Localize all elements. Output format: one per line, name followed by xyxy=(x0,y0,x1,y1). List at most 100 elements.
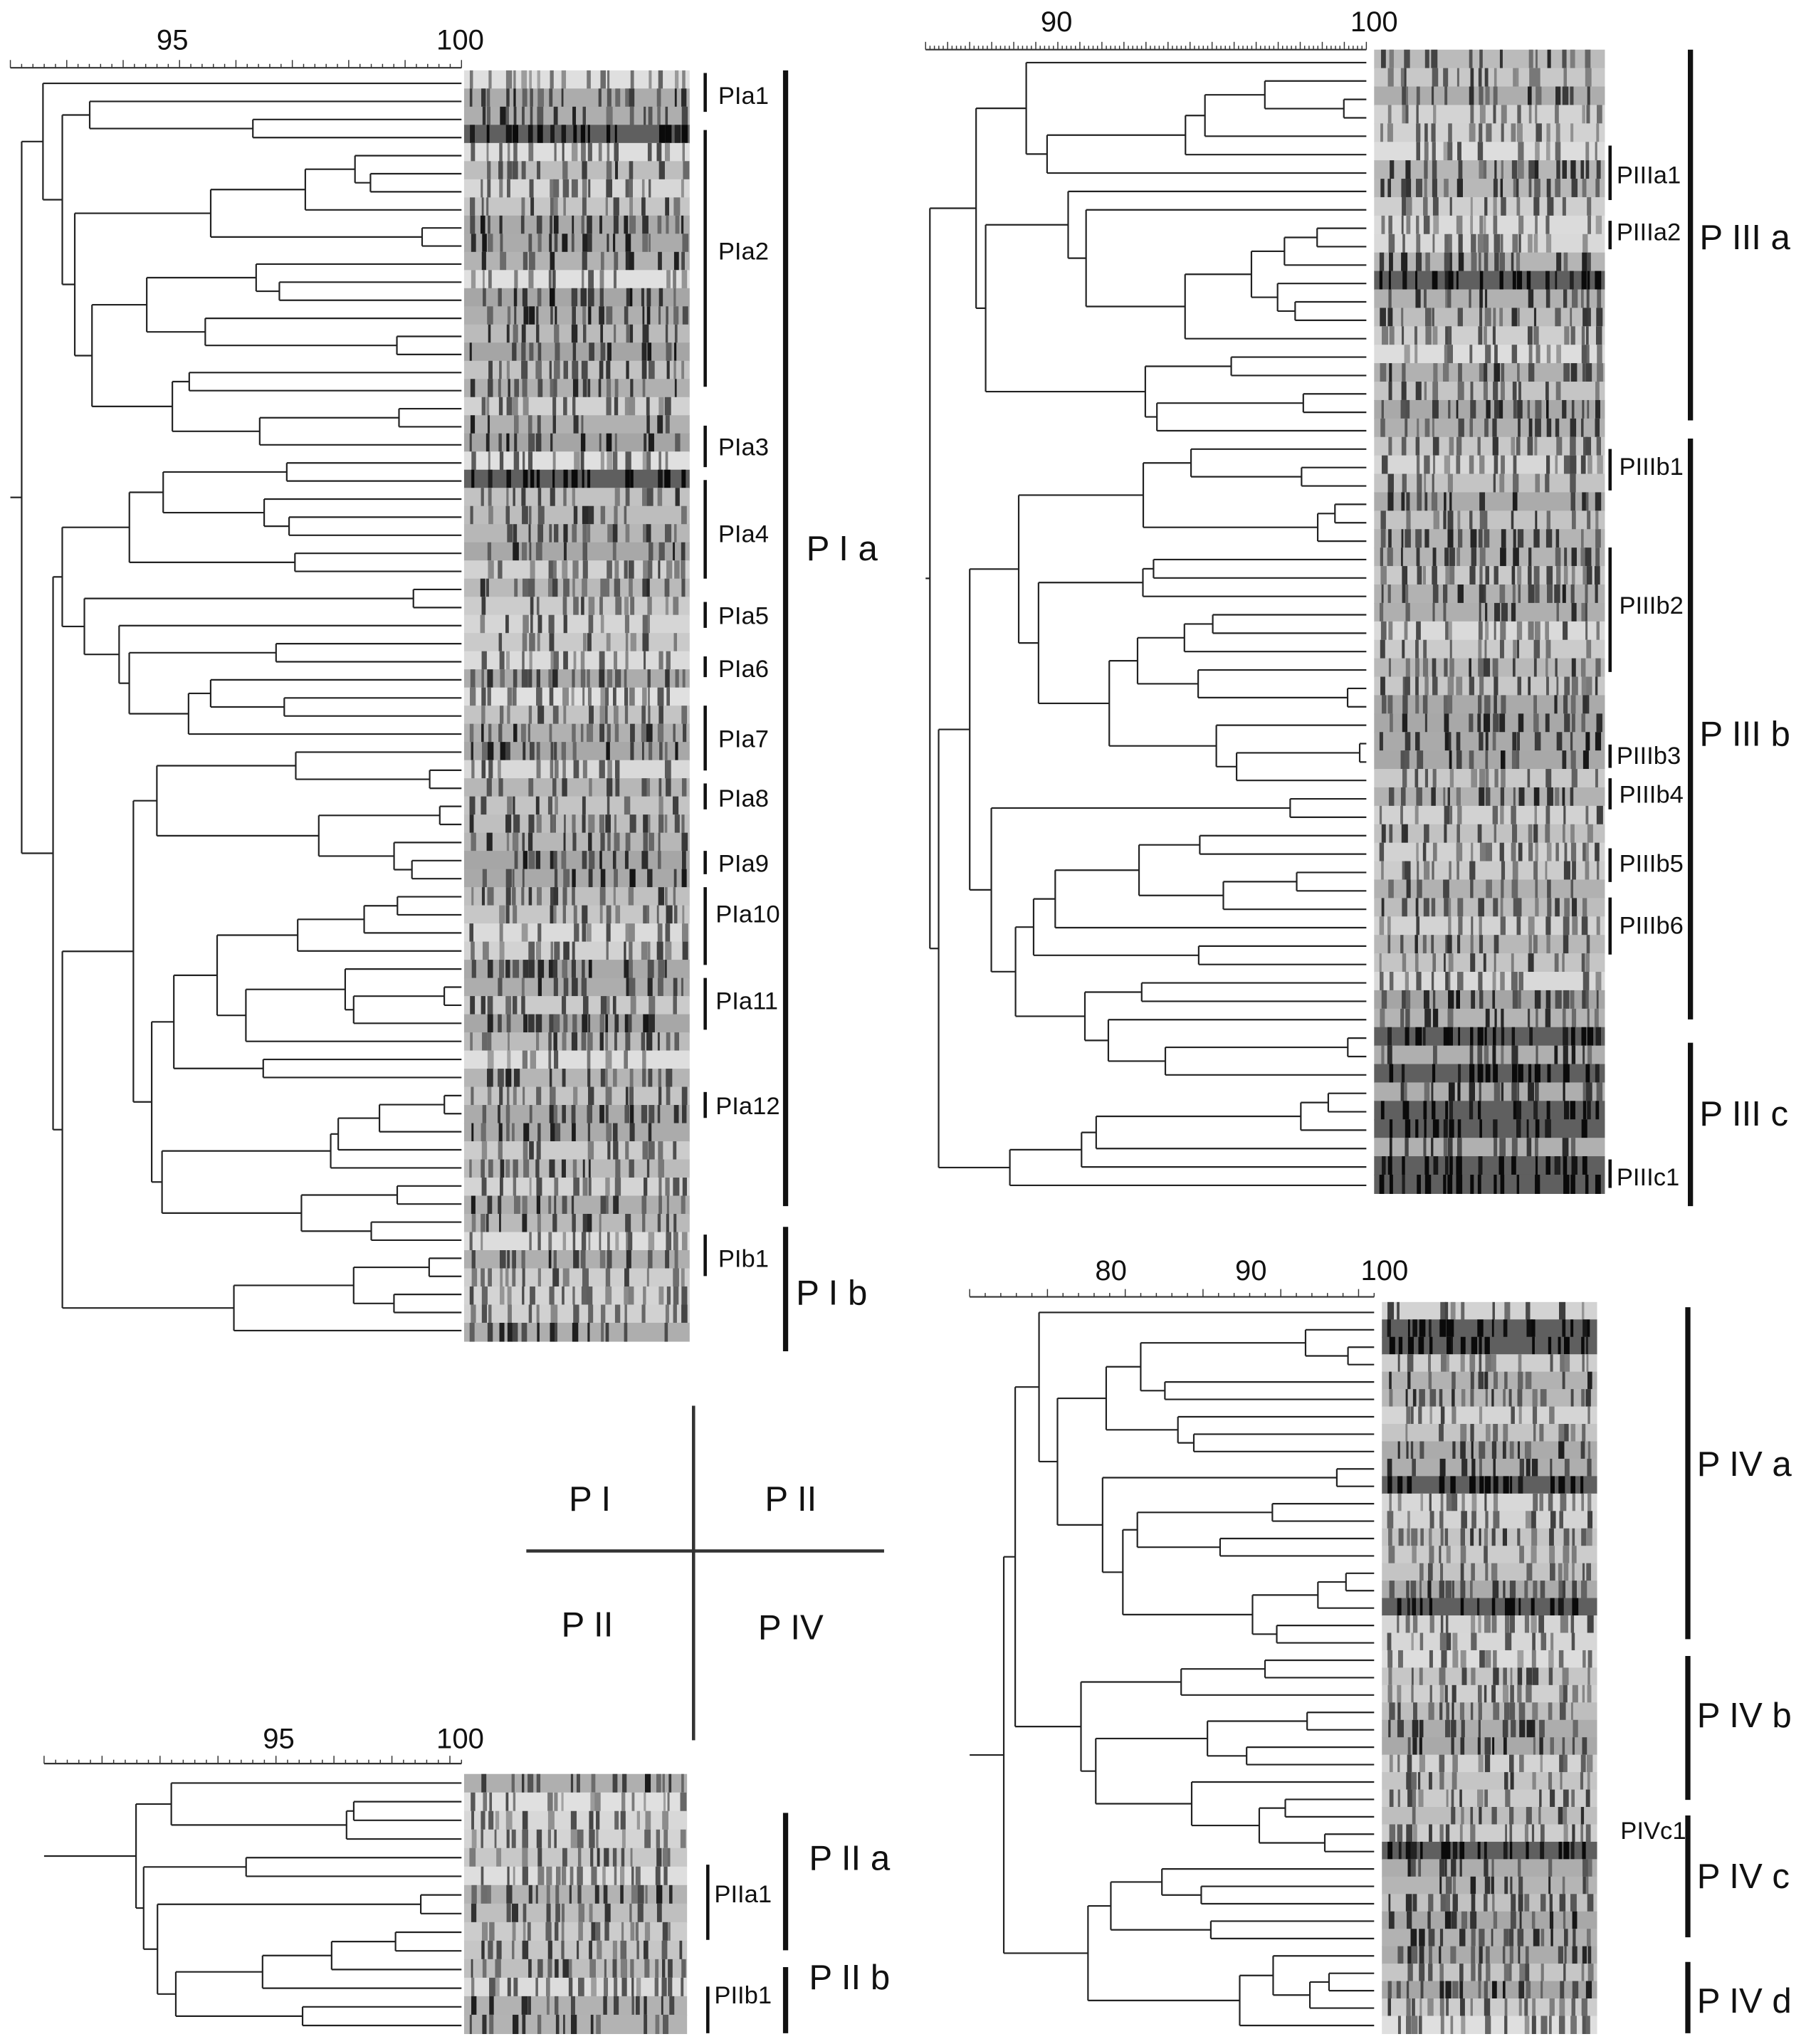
gel-pI-lane xyxy=(463,614,690,634)
gel-pI-band xyxy=(522,106,525,126)
gel-pI-band xyxy=(523,851,527,870)
gel-pIV-band xyxy=(1493,1424,1498,1442)
gel-pIV-band xyxy=(1428,1319,1432,1338)
gel-pIII-band xyxy=(1432,308,1434,327)
gel-pI-band xyxy=(628,560,634,580)
gel-pI-band xyxy=(571,1195,574,1215)
gel-pI-band xyxy=(598,142,602,162)
gel-pIII-band xyxy=(1581,713,1585,733)
gel-pIII-band xyxy=(1449,492,1452,512)
gel-pIV-band xyxy=(1445,1824,1450,1843)
gel-pI-band xyxy=(530,469,535,489)
gel-pIV-band xyxy=(1517,1389,1523,1408)
gel-pII-band xyxy=(546,1903,551,1923)
gel-pIII-band xyxy=(1501,196,1506,216)
gel-pIII-band xyxy=(1382,1156,1386,1176)
scale-label-pI-95: 95 xyxy=(157,25,189,56)
gel-pIV-band xyxy=(1560,1981,1565,2000)
gel-pI-band xyxy=(554,941,560,961)
gel-pIV-band xyxy=(1503,1929,1509,1947)
gel-pI-band xyxy=(657,1032,660,1052)
gel-pIII-band xyxy=(1387,473,1394,493)
gel-pIV-band xyxy=(1406,1998,1411,2017)
gel-pI-band xyxy=(642,234,649,253)
gel-pI-band xyxy=(629,288,633,308)
gel-pIV-band xyxy=(1470,1424,1474,1442)
gel-pII-band xyxy=(578,1977,584,1997)
gel-pIII-band xyxy=(1469,510,1473,530)
gel-pI-band xyxy=(647,869,653,889)
gel-pIII-band xyxy=(1477,1045,1483,1065)
gel-pII-band xyxy=(547,1810,555,1830)
gel-pII-band xyxy=(555,1903,560,1923)
gel-pI-band xyxy=(507,142,510,162)
gel-pIV-band xyxy=(1412,1458,1416,1477)
gel-pI-band xyxy=(500,251,507,271)
gel-pI-band xyxy=(488,488,492,507)
gel-pIII-lane xyxy=(1374,492,1605,512)
gel-pI-band xyxy=(522,1214,527,1233)
gel-pIII-band xyxy=(1570,1101,1575,1121)
gel-pI-band xyxy=(630,723,635,743)
gel-pIV-band xyxy=(1563,1684,1568,1704)
gel-pIII-band xyxy=(1535,105,1538,125)
gel-pI-band xyxy=(641,851,649,870)
gel-pII-band xyxy=(537,1959,543,1979)
gel-pI-band xyxy=(573,1250,579,1269)
gel-pIII-band xyxy=(1492,972,1496,992)
gel-pIV-band xyxy=(1563,1754,1568,1773)
gel-pI-band xyxy=(606,923,611,943)
gel-pIII-band xyxy=(1562,787,1565,807)
gel-pIII-band xyxy=(1494,935,1499,955)
gel-pIV-band xyxy=(1587,1946,1592,1965)
gel-pIII-band xyxy=(1534,990,1541,1010)
gel-pI-lane xyxy=(463,1050,690,1070)
gel-pI-band xyxy=(536,1178,542,1197)
gel-pI-band xyxy=(666,306,668,325)
gel-pI-band xyxy=(481,669,484,688)
gel-pII-band xyxy=(596,1810,600,1830)
gel-pI-band xyxy=(471,1304,476,1324)
gel-pI-band xyxy=(572,742,577,761)
gel-pIV-band xyxy=(1549,1406,1555,1425)
gel-pIV-band xyxy=(1446,1998,1449,2017)
gel-pIII-band xyxy=(1447,1174,1453,1194)
gel-pIII-band xyxy=(1424,473,1427,493)
gel-pI-band xyxy=(658,288,663,308)
gel-pIII-band xyxy=(1500,179,1503,199)
gel-pI-band xyxy=(553,905,557,925)
gel-pIII-band xyxy=(1585,732,1590,752)
gel-pIII-band xyxy=(1545,769,1552,789)
gel-pI-band xyxy=(482,742,488,761)
gel-pIII-band xyxy=(1402,1101,1410,1121)
gel-pIII-band xyxy=(1402,234,1405,253)
gel-pI-band xyxy=(555,1123,561,1143)
gel-pII-band xyxy=(569,1885,572,1904)
gel-pIV-band xyxy=(1439,1964,1444,1982)
gel-pIII-band xyxy=(1402,584,1407,604)
gel-pIII-band xyxy=(1493,105,1496,125)
gel-pIV-band xyxy=(1517,1528,1521,1547)
gel-pIII-band xyxy=(1563,68,1568,88)
gel-pIV-band xyxy=(1539,1737,1543,1756)
gel-pI-band xyxy=(614,560,619,580)
gel-pIV-band xyxy=(1479,1441,1486,1460)
gel-pIII-band xyxy=(1456,732,1461,752)
gel-pIII-band xyxy=(1442,363,1449,383)
gel-pIII-band xyxy=(1380,1101,1385,1121)
gel-pII-band xyxy=(661,1940,668,1960)
gel-pIV-band xyxy=(1572,1581,1578,1599)
gel-pIV-band xyxy=(1562,1876,1565,1895)
gel-pI-band xyxy=(658,960,665,979)
gel-pI-band xyxy=(641,706,646,725)
gel-pIII-lane xyxy=(1374,271,1605,290)
gel-pIV-band xyxy=(1429,1598,1433,1617)
gel-pI-band xyxy=(643,1286,646,1306)
gel-pIII-band xyxy=(1444,345,1449,365)
gel-pI-band xyxy=(615,597,622,616)
gel-pIII-band xyxy=(1448,732,1452,752)
gel-pIII-band xyxy=(1444,658,1448,678)
gel-pI-band xyxy=(582,469,584,489)
gel-pIV-band xyxy=(1445,1876,1452,1895)
gel-pI-band xyxy=(508,379,510,398)
